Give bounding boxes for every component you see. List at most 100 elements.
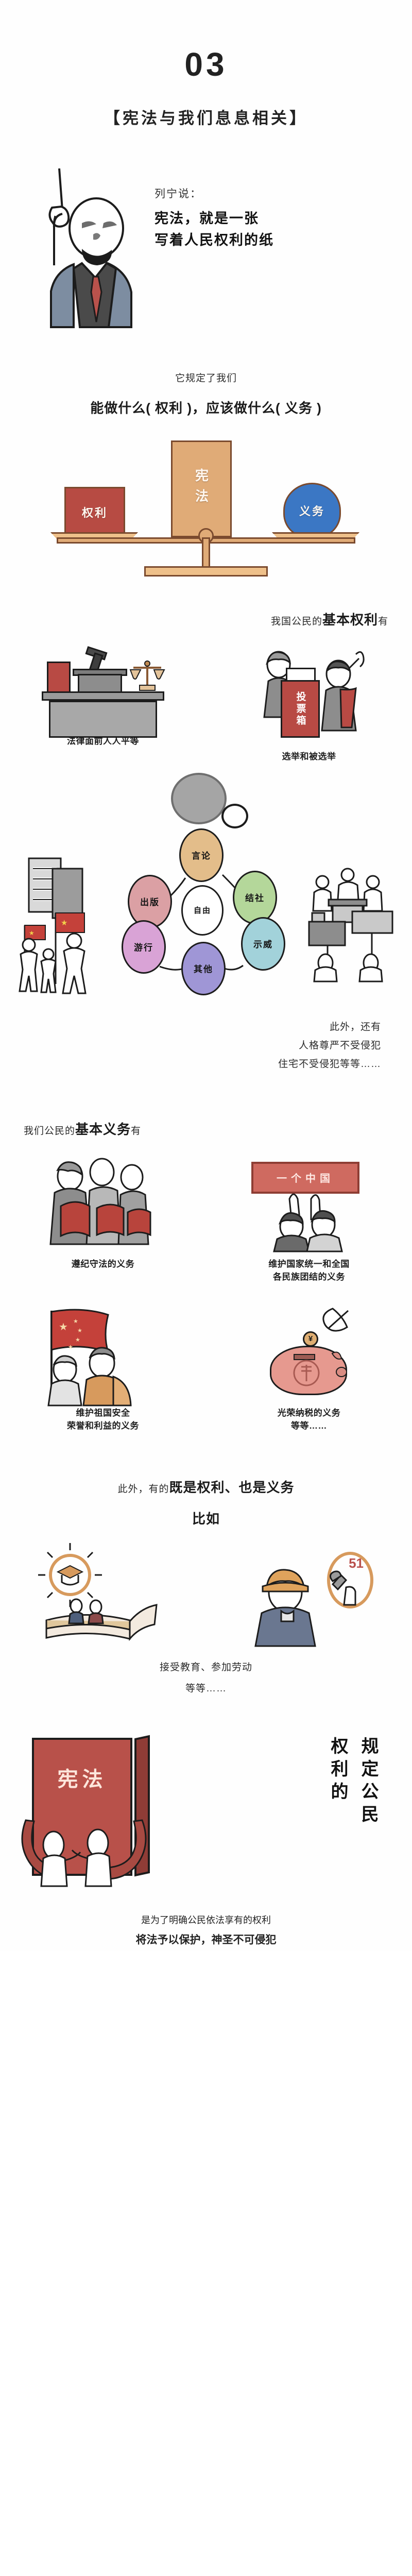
rights-heading-suffix: 有 bbox=[377, 616, 388, 627]
duty-caption-unity: 维护国家统一和全国 各民族团结的义务 bbox=[268, 1258, 350, 1284]
freedom-bubble-demonstration: 示威 bbox=[241, 917, 285, 971]
balance-scale-section: 权利 宪法 义务 bbox=[0, 426, 412, 581]
duties-heading-suffix: 有 bbox=[131, 1125, 142, 1137]
rights-heading-prefix: 我国公民的 bbox=[270, 616, 322, 627]
quote-line-2: 写着人民权利的纸 bbox=[154, 232, 274, 248]
both-item-labor: 51 bbox=[206, 1543, 412, 1647]
scale-right-block: 义务 bbox=[283, 483, 341, 538]
page-title: 【宪法与我们息息相关】 bbox=[104, 109, 308, 127]
scale-base bbox=[144, 566, 268, 577]
lenin-quote-text: 列宁说： 宪法，就是一张 写着人民权利的纸 bbox=[154, 185, 397, 251]
duty-caption-unity-line-1: 维护国家统一和全国 bbox=[268, 1259, 350, 1269]
freedom-bubble-procession: 游行 bbox=[122, 920, 166, 974]
worker-labor-icon: 51 bbox=[232, 1543, 386, 1647]
freedom-bubble-speech: 言论 bbox=[179, 828, 224, 882]
people-reading-books-icon bbox=[36, 1158, 170, 1251]
scale-stem bbox=[202, 537, 210, 568]
duty-caption-tax: 光荣纳税的义务 等等…… bbox=[278, 1406, 341, 1433]
freedom-bubble-assembly: 结社 bbox=[233, 870, 277, 924]
duties-row-1: 遵纪守法的义务 一个中国 维护国家统一和全国 各民族团结的义务 bbox=[0, 1158, 412, 1284]
final-vertical-text: 权利的 规定公民 bbox=[325, 1737, 381, 1827]
duties-row-2: ★ ★ ★ ★ ★ 维护祖国安全 荣誉和利益的义务 bbox=[0, 1308, 412, 1433]
right-item-vote: 投票箱 选举和被选举 bbox=[206, 644, 412, 764]
lenin-quote-section: 列宁说： 宪法，就是一张 写着人民权利的纸 bbox=[0, 157, 412, 328]
duties-heading-prefix: 我们公民的 bbox=[24, 1125, 76, 1137]
books-stack-icon bbox=[27, 855, 94, 922]
justice-scale-icon bbox=[129, 658, 165, 694]
duty-caption-defend-line-1: 维护祖国安全 bbox=[76, 1408, 130, 1418]
freedom-bubble-press: 出版 bbox=[128, 874, 172, 928]
duty-item-obey-law: 遵纪守法的义务 bbox=[0, 1158, 206, 1284]
duties-heading: 我们公民的基本义务有 bbox=[0, 1119, 412, 1138]
both-item-education bbox=[0, 1543, 206, 1646]
coin-icon: ¥ bbox=[303, 1331, 318, 1347]
rights-extra-note: 此外，还有 人格尊严不受侵犯 住宅不受侵犯等等…… bbox=[0, 1018, 412, 1074]
duty-caption-defend: 维护祖国安全 荣誉和利益的义务 bbox=[67, 1406, 139, 1433]
constitution-book-title: 宪法 bbox=[57, 1768, 107, 1791]
svg-text:★: ★ bbox=[75, 1337, 80, 1343]
defines-section: 它规定了我们 能做什么( 权利 )，应该做什么( 义务 ) bbox=[0, 370, 412, 417]
lenin-illustration-icon bbox=[28, 162, 147, 328]
march-people-with-flags-icon: ★ ★ bbox=[15, 907, 108, 994]
svg-text:★: ★ bbox=[73, 1318, 78, 1325]
both-section-heading: 此外，有的既是权利、也是义务 比如 bbox=[0, 1477, 412, 1528]
duty-caption-obey-law: 遵纪守法的义务 bbox=[71, 1259, 135, 1269]
quote-attribution: 列宁说： bbox=[154, 188, 202, 200]
both-intro-line: 此外，有的既是权利、也是义务 bbox=[0, 1477, 412, 1496]
rights-heading-strong: 基本权利 bbox=[322, 612, 378, 628]
svg-text:★: ★ bbox=[77, 1328, 82, 1334]
final-vertical-col-1: 规定公民 bbox=[358, 1736, 378, 1827]
rights-heading: 我国公民的基本权利有 bbox=[0, 609, 412, 629]
both-caption: 接受教育、参加劳动 等等…… bbox=[0, 1659, 412, 1694]
svg-text:★: ★ bbox=[68, 1344, 73, 1350]
rights-extra-line-1: 人格尊严不受侵犯 bbox=[298, 1040, 381, 1051]
svg-text:★: ★ bbox=[29, 929, 35, 937]
piggy-body bbox=[270, 1345, 347, 1395]
right-caption-equality: 法律面前人人平等 bbox=[67, 736, 139, 746]
duty-caption-defend-line-2: 荣誉和利益的义务 bbox=[67, 1421, 139, 1431]
scale-center-block: 宪法 bbox=[171, 440, 232, 537]
voter-man-raising-hand-icon bbox=[317, 649, 370, 732]
svg-text:★: ★ bbox=[61, 919, 67, 927]
speech-bubble-large-icon bbox=[171, 772, 227, 824]
ballot-box-label: 投票箱 bbox=[281, 680, 320, 738]
duty-caption-unity-line-2: 各民族团结的义务 bbox=[273, 1272, 345, 1282]
closing-line-1: 是为了明确公民依法享有的权利 bbox=[141, 1914, 271, 1925]
duty-item-national-unity: 一个中国 维护国家统一和全国 各民族团结的义务 bbox=[206, 1159, 412, 1284]
quote-line-1: 宪法，就是一张 bbox=[154, 211, 259, 226]
closing-text: 是为了明确公民依法享有的权利 将法予以保护，神圣不可侵犯 bbox=[0, 1904, 412, 1951]
final-constitution-section: 宪法 权利的 规定公民 bbox=[0, 1734, 412, 1904]
education-icon bbox=[26, 1543, 180, 1646]
duty-caption-tax-line-2: 等等…… bbox=[291, 1421, 327, 1431]
piggy-bank-icon: ¥ bbox=[242, 1308, 376, 1400]
duties-heading-strong: 基本义务 bbox=[75, 1121, 131, 1137]
both-caption-line-2: 等等…… bbox=[185, 1683, 227, 1694]
duty-item-defend-nation: ★ ★ ★ ★ ★ 维护祖国安全 荣誉和利益的义务 bbox=[0, 1308, 206, 1433]
right-item-equality: 法律面前人人平等 bbox=[0, 644, 206, 764]
rights-extra-intro: 此外，还有 bbox=[329, 1021, 381, 1032]
final-vertical-col-2: 权利的 bbox=[328, 1736, 348, 1805]
both-caption-line-1: 接受教育、参加劳动 bbox=[159, 1662, 252, 1673]
children-embracing-icon bbox=[21, 1819, 147, 1887]
both-intro-prefix: 此外，有的 bbox=[117, 1483, 169, 1495]
desk-body bbox=[49, 701, 157, 738]
closing-line-2: 将法予以保护，神圣不可侵犯 bbox=[135, 1934, 277, 1946]
both-intro-second: 比如 bbox=[192, 1511, 220, 1527]
duty-item-pay-tax: ¥ 光荣纳税的义务 等等…… bbox=[206, 1308, 412, 1433]
freedom-bubble-diagram: ★ ★ bbox=[0, 772, 412, 1015]
defines-line-1: 它规定了我们 bbox=[175, 373, 237, 384]
right-caption-vote: 选举和被选举 bbox=[282, 752, 336, 761]
banner-label: 一个中国 bbox=[251, 1161, 359, 1194]
desk-top bbox=[42, 691, 164, 701]
court-desk-icon bbox=[39, 644, 167, 738]
svg-text:★: ★ bbox=[59, 1321, 68, 1333]
infographic-page: 03 【宪法与我们息息相关】 列宁说： 宪法，就是一张 bbox=[0, 46, 412, 1951]
rights-extra-line-2: 住宅不受侵犯等等…… bbox=[278, 1058, 381, 1070]
both-intro-strong: 既是权利、也是义务 bbox=[169, 1479, 295, 1495]
ballot-box-icon: 投票箱 bbox=[245, 644, 373, 742]
scale-left-block: 权利 bbox=[64, 487, 125, 537]
rights-illustration-row: 法律面前人人平等 bbox=[0, 644, 412, 764]
protest-signs-icon bbox=[307, 909, 394, 982]
both-illustration-row: 51 bbox=[0, 1543, 412, 1647]
defines-line-2: 能做什么( 权利 )，应该做什么( 义务 ) bbox=[90, 400, 322, 416]
